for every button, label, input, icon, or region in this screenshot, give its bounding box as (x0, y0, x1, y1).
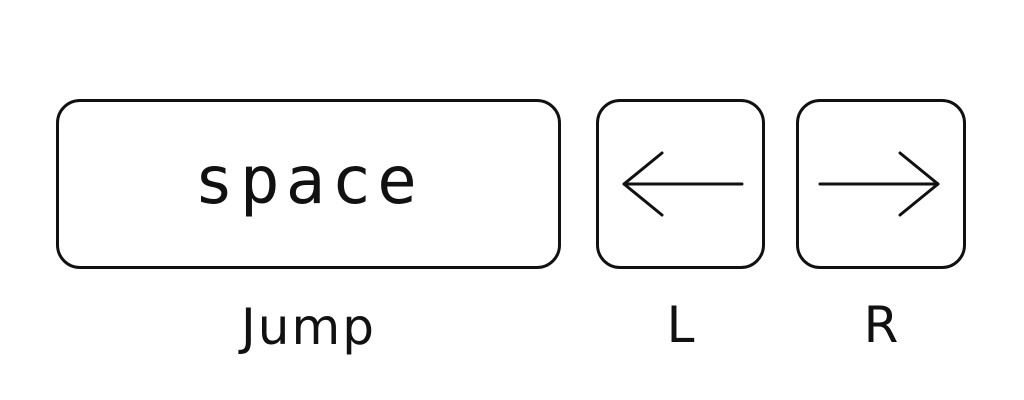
arrow-left-icon (614, 149, 748, 219)
left-arrow-key (596, 99, 765, 269)
space-key-label: space (194, 142, 423, 219)
right-arrow-key (796, 99, 966, 269)
arrow-right-icon (814, 149, 948, 219)
space-key: space (56, 99, 561, 269)
right-caption: R (863, 296, 899, 354)
jump-caption: Jump (241, 298, 376, 356)
left-caption: L (666, 296, 695, 354)
